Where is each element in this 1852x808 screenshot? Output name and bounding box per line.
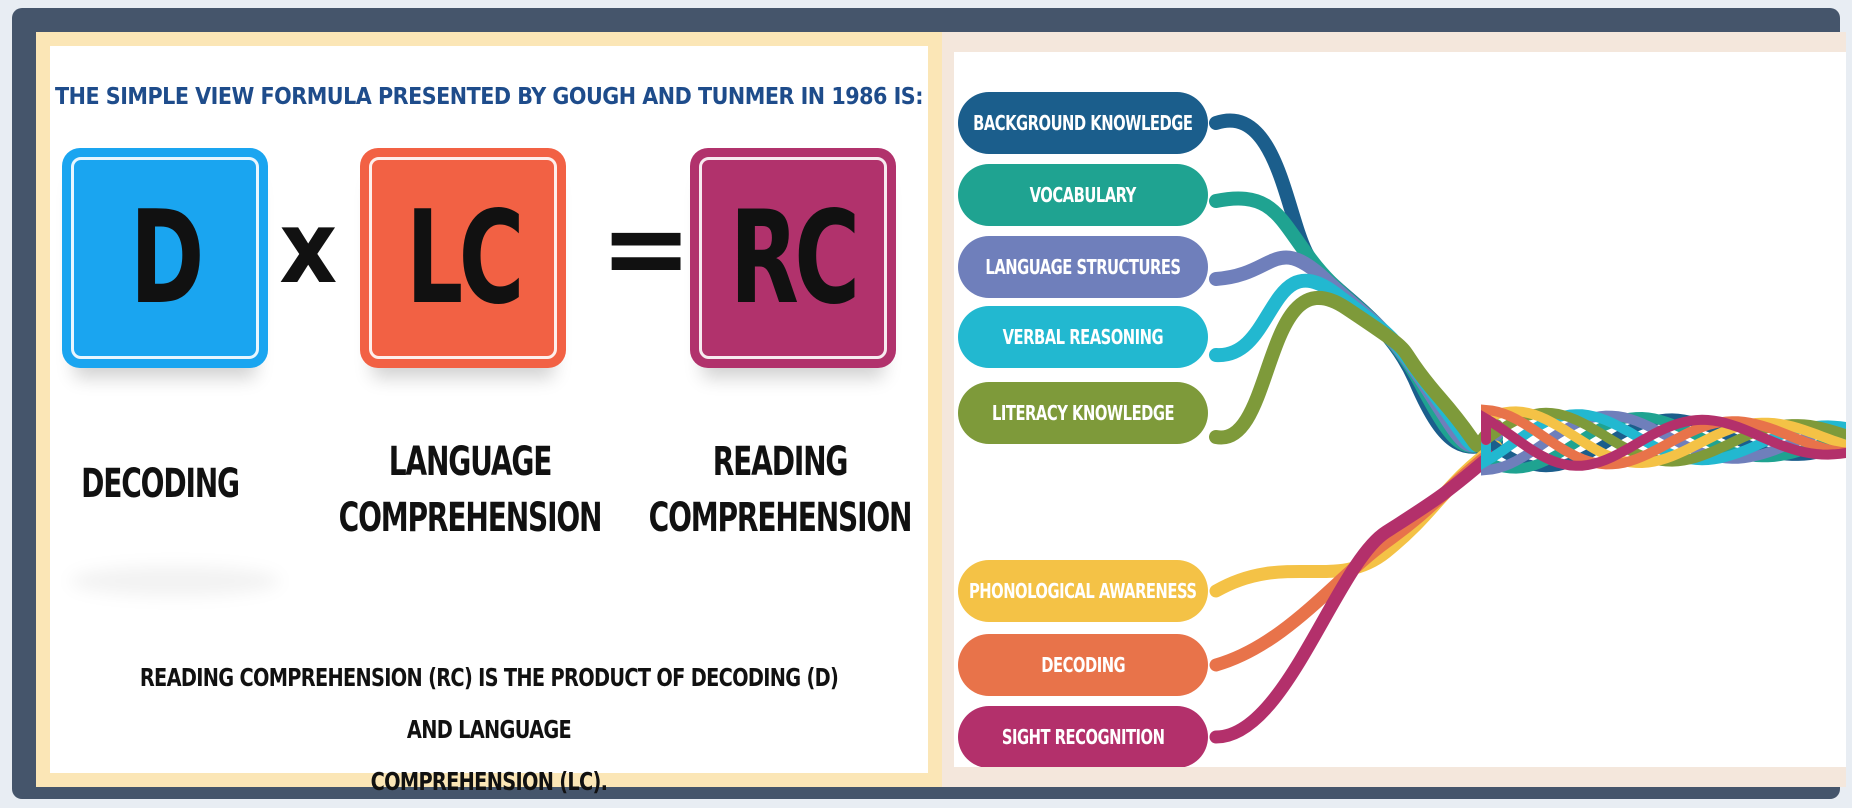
rope-strand-upper-4: LITERACY KNOWLEDGE <box>958 382 1208 444</box>
decoding-label: DECODING <box>81 461 240 507</box>
decoding-letter: D <box>130 183 205 333</box>
braided-rope-strand <box>1481 404 1846 470</box>
formula-title: THE SIMPLE VIEW FORMULA PRESENTED BY GOU… <box>55 84 923 110</box>
language-comprehension-letters: LC <box>406 183 524 333</box>
upper-strand-line <box>1209 291 1503 453</box>
braided-rope-strand <box>1481 406 1846 469</box>
decorative-shadow <box>70 566 280 596</box>
rope-strand-label: DECODING <box>1041 653 1125 677</box>
rope-strand-label: VERBAL REASONING <box>1002 325 1164 349</box>
times-sign: x <box>279 189 338 306</box>
reading-comprehension-label: READING COMPREHENSION <box>648 439 913 541</box>
rope-strand-label: LITERACY KNOWLEDGE <box>991 401 1175 425</box>
lower-strand-line <box>1209 444 1503 744</box>
rope-strand-lower-2: SIGHT RECOGNITION <box>958 706 1208 767</box>
rope-strand-label: PHONOLOGICAL AWARENESS <box>969 579 1197 603</box>
decoding-box: D <box>62 148 268 368</box>
reading-rope-card: BACKGROUND KNOWLEDGE VOCABULARY LANGUAGE S… <box>954 52 1846 767</box>
braided-rope-strand <box>1481 411 1846 474</box>
simple-view-panel: THE SIMPLE VIEW FORMULA PRESENTED BY GOU… <box>36 32 942 796</box>
rope-strand-label: VOCABULARY <box>1029 183 1137 207</box>
language-comprehension-label: LANGUAGE COMPREHENSION <box>338 439 603 541</box>
rope-illustration <box>1209 113 1846 744</box>
language-comprehension-box: LC <box>360 148 566 368</box>
reading-comprehension-box: RC <box>690 148 896 368</box>
rope-strand-lower-1: DECODING <box>958 634 1208 696</box>
rope-strand-label: LANGUAGE STRUCTURES <box>985 255 1181 279</box>
simple-view-card: THE SIMPLE VIEW FORMULA PRESENTED BY GOU… <box>50 46 928 796</box>
equals-sign: = <box>600 184 693 312</box>
formula-explanation: READING COMPREHENSION (RC) IS THE PRODUC… <box>139 663 839 796</box>
rope-strand-upper-0: BACKGROUND KNOWLEDGE <box>958 92 1208 154</box>
rope-strand-label: BACKGROUND KNOWLEDGE <box>973 111 1193 135</box>
rope-strand-upper-3: VERBAL REASONING <box>958 306 1208 368</box>
rope-strand-label: SIGHT RECOGNITION <box>1001 725 1165 749</box>
rope-strand-upper-1: VOCABULARY <box>958 164 1208 226</box>
reading-rope-panel: BACKGROUND KNOWLEDGE VOCABULARY LANGUAGE S… <box>942 32 1846 787</box>
braided-rope-strand <box>1481 409 1846 471</box>
rope-strand-lower-0: PHONOLOGICAL AWARENESS <box>958 560 1208 622</box>
rope-strand-upper-2: LANGUAGE STRUCTURES <box>958 236 1208 298</box>
reading-comprehension-letters: RC <box>730 183 860 333</box>
